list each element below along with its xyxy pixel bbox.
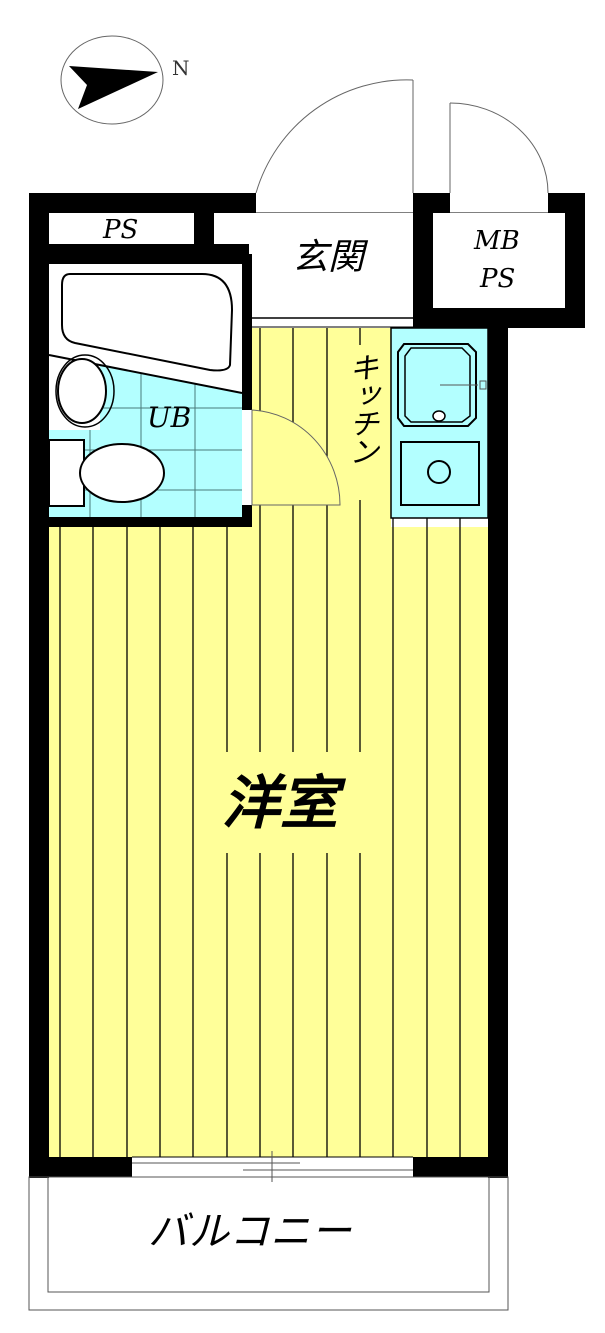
ps-label: PS — [103, 215, 139, 245]
entrance-room — [214, 213, 413, 244]
ps-room — [49, 213, 194, 244]
mb-label: MB — [474, 226, 520, 256]
western-room-floor — [49, 328, 488, 1157]
sink-icon — [397, 343, 477, 427]
compass-label: N — [172, 56, 190, 80]
toilet-bowl-icon — [79, 443, 165, 503]
bathtub-icon — [61, 273, 234, 372]
stove-icon — [400, 441, 480, 506]
unit-bath — [48, 264, 243, 517]
mb-ps-room — [433, 213, 565, 308]
western-room-label: 洋室 — [222, 769, 339, 837]
entrance-door-swing — [255, 79, 549, 194]
bath-door — [242, 409, 341, 506]
kitchen-label: キッチン — [343, 352, 378, 464]
kitchen-counter — [390, 327, 489, 519]
entrance-label: 玄関 — [292, 237, 365, 278]
balcony — [28, 1176, 509, 1311]
toilet-tank-icon — [48, 439, 85, 507]
mb-ps-label: PS — [480, 264, 516, 294]
unit-bath-label: UB — [147, 401, 192, 434]
balcony-label: バルコニー — [148, 1209, 353, 1255]
wash-basin-icon — [57, 358, 107, 424]
window — [132, 1151, 413, 1182]
north-arrow-icon — [60, 35, 164, 125]
